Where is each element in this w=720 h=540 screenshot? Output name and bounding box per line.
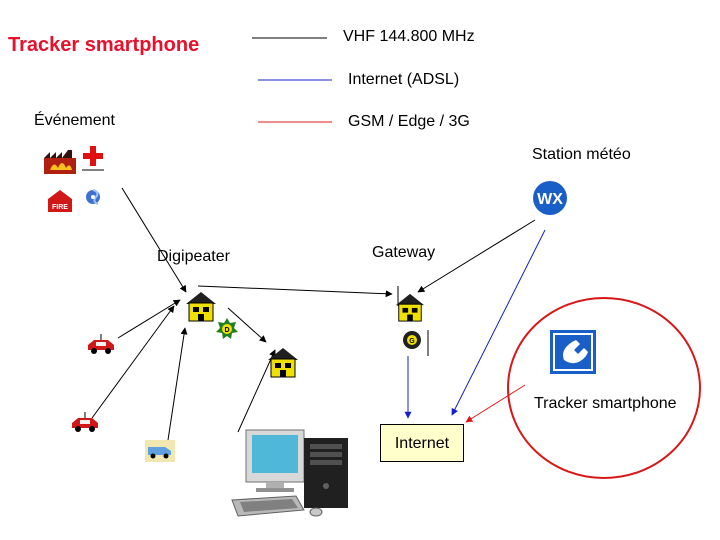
gateway-label: Gateway xyxy=(372,244,436,261)
red-cross-icon xyxy=(82,146,104,171)
link-van-digipeater xyxy=(167,327,188,441)
house-icon xyxy=(186,292,216,322)
phone-icon xyxy=(550,330,596,374)
event-label: Événement xyxy=(34,112,115,129)
gateway-badge-icon: G xyxy=(403,331,421,349)
fire-station-icon: FIRE xyxy=(48,190,72,212)
svg-text:G: G xyxy=(409,338,415,345)
weather-station-label: Station météo xyxy=(532,146,631,163)
link-event-digipeater xyxy=(121,187,187,293)
car-icon xyxy=(88,334,114,354)
tower-pc-icon xyxy=(304,438,348,508)
link-tracker-internet xyxy=(465,384,526,423)
internet-node: Internet xyxy=(380,424,464,462)
computer-icon xyxy=(231,429,348,517)
link-digipeater-gateway xyxy=(197,285,393,298)
link-weather-gateway xyxy=(417,219,536,293)
tracker-circle xyxy=(507,297,701,479)
car-icon xyxy=(72,412,98,432)
mouse-icon xyxy=(309,507,323,517)
wx-station-icon: WX xyxy=(533,181,567,215)
digi-badge-icon: D xyxy=(216,318,238,339)
digipeater-label: Digipeater xyxy=(157,248,230,265)
page-title: Tracker smartphone xyxy=(8,34,200,56)
monitor-icon xyxy=(245,429,305,492)
link-car1-digipeater xyxy=(117,299,181,339)
legend-label-vhf: VHF 144.800 MHz xyxy=(343,28,475,45)
legend-label-gsm: GSM / Edge / 3G xyxy=(348,113,470,130)
svg-text:FIRE: FIRE xyxy=(52,204,68,211)
svg-text:WX: WX xyxy=(537,191,563,208)
house-icon xyxy=(395,293,425,322)
hurricane-icon xyxy=(86,189,100,205)
legend-label-internet: Internet (ADSL) xyxy=(348,71,460,88)
link-digipeater-digipeater2 xyxy=(227,307,267,343)
link-weather-internet xyxy=(451,229,546,416)
link-computer-digipeater2 xyxy=(237,349,276,433)
factory-fire-icon xyxy=(44,150,76,174)
internet-node-label: Internet xyxy=(394,435,450,452)
keyboard-icon xyxy=(231,495,305,517)
svg-text:D: D xyxy=(224,327,229,334)
tracker-label: Tracker smartphone xyxy=(534,395,677,412)
link-car2-digipeater xyxy=(91,305,175,419)
van-icon xyxy=(145,440,175,462)
house-icon xyxy=(268,348,298,378)
